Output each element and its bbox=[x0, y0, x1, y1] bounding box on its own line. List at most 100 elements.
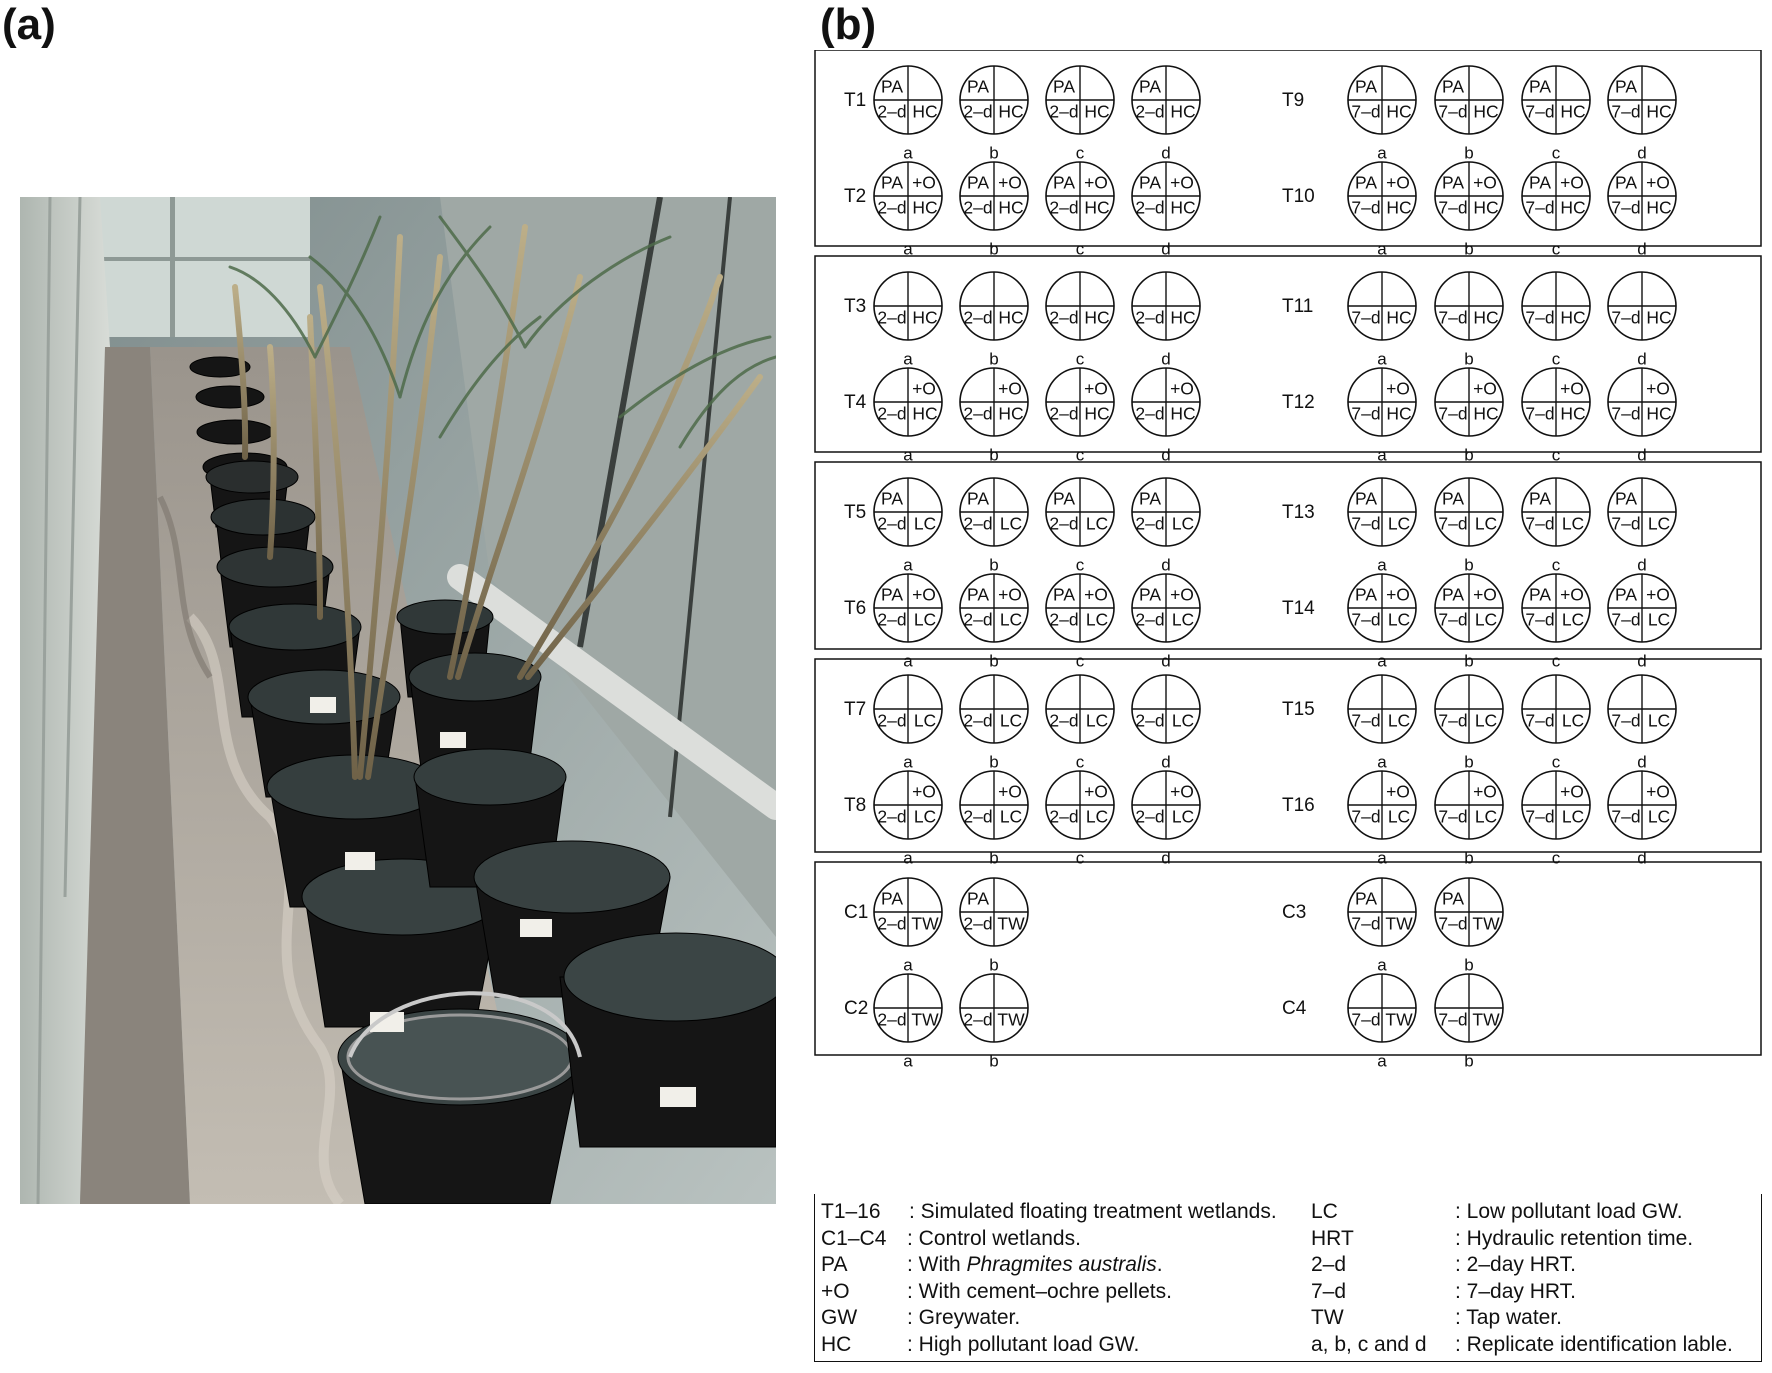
quadrant-q4: LC bbox=[1000, 514, 1022, 534]
quadrant-q4: LC bbox=[1086, 807, 1108, 827]
quadrant-q1: PA bbox=[1139, 173, 1161, 193]
quadrant-q4: HC bbox=[998, 102, 1023, 122]
treatment-label: T1 bbox=[844, 90, 866, 111]
quadrant-q3: 2–d bbox=[963, 198, 992, 218]
quadrant-q3: 2–d bbox=[877, 914, 906, 934]
legend-definition: : Control wetlands. bbox=[907, 1226, 1081, 1250]
quadrant-q2: +O bbox=[1386, 173, 1410, 193]
quadrant-q2: +O bbox=[912, 585, 936, 605]
quadrant-q3: 2–d bbox=[877, 1010, 906, 1030]
replicate-label: b bbox=[1464, 848, 1473, 867]
treatment-label: T6 bbox=[844, 598, 866, 619]
treatment-label: T5 bbox=[844, 502, 866, 523]
quadrant-q4: HC bbox=[998, 404, 1023, 424]
quadrant-q3: 7–d bbox=[1351, 514, 1380, 534]
replicate-label: d bbox=[1637, 651, 1646, 670]
quadrant-q3: 7–d bbox=[1351, 807, 1380, 827]
quadrant-q3: 2–d bbox=[877, 308, 906, 328]
panel-label-a: (a) bbox=[2, 0, 56, 49]
quadrant-q1: PA bbox=[881, 173, 903, 193]
quadrant-q3: 2–d bbox=[877, 711, 906, 731]
group-frame bbox=[814, 861, 1762, 1056]
replicate-label: d bbox=[1161, 651, 1170, 670]
quadrant-q2: +O bbox=[1170, 379, 1194, 399]
quadrant-q3: 7–d bbox=[1438, 610, 1467, 630]
legend-definition: : 2–day HRT. bbox=[1455, 1253, 1577, 1276]
legend-definition: : With cement–ochre pellets. bbox=[907, 1279, 1172, 1303]
quadrant-q3: 2–d bbox=[877, 404, 906, 424]
quadrant-q3: 2–d bbox=[1135, 102, 1164, 122]
quadrant-q4: LC bbox=[1086, 610, 1108, 630]
quadrant-q3: 2–d bbox=[1049, 102, 1078, 122]
quadrant-q4: TW bbox=[997, 1010, 1025, 1030]
quadrant-q1: PA bbox=[1355, 889, 1377, 909]
treatment-label: T13 bbox=[1282, 502, 1315, 523]
quadrant-q1: PA bbox=[1053, 489, 1075, 509]
replicate-label: d bbox=[1161, 445, 1170, 464]
quadrant-q3: 7–d bbox=[1525, 102, 1554, 122]
replicate-label: c bbox=[1076, 555, 1085, 574]
quadrant-q3: 7–d bbox=[1438, 198, 1467, 218]
replicate-label: b bbox=[989, 445, 998, 464]
quadrant-q3: 7–d bbox=[1351, 610, 1380, 630]
quadrant-q3: 2–d bbox=[1135, 711, 1164, 731]
quadrant-q1: PA bbox=[1355, 77, 1377, 97]
quadrant-q4: HC bbox=[1473, 404, 1498, 424]
replicate-label: a bbox=[903, 955, 913, 974]
legend-key: PA bbox=[821, 1253, 848, 1276]
quadrant-q4: HC bbox=[1560, 308, 1585, 328]
replicate-label: c bbox=[1076, 143, 1085, 162]
group-frame bbox=[814, 658, 1762, 853]
quadrant-q4: HC bbox=[1473, 102, 1498, 122]
quadrant-q4: LC bbox=[914, 514, 936, 534]
replicate-label: b bbox=[1464, 143, 1473, 162]
quadrant-q2: +O bbox=[912, 782, 936, 802]
treatment-label: T3 bbox=[844, 296, 866, 317]
replicate-label: b bbox=[1464, 1051, 1473, 1070]
quadrant-q2: +O bbox=[1386, 585, 1410, 605]
quadrant-q3: 2–d bbox=[1135, 198, 1164, 218]
quadrant-q3: 2–d bbox=[1049, 404, 1078, 424]
quadrant-q2: +O bbox=[1646, 782, 1670, 802]
legend-definition: : 7–day HRT. bbox=[1455, 1279, 1577, 1303]
quadrant-q4: HC bbox=[912, 102, 937, 122]
replicate-label: c bbox=[1552, 752, 1561, 771]
quadrant-q3: 7–d bbox=[1351, 914, 1380, 934]
quadrant-q1: PA bbox=[1442, 173, 1464, 193]
quadrant-q3: 2–d bbox=[1135, 404, 1164, 424]
quadrant-q3: 7–d bbox=[1525, 198, 1554, 218]
quadrant-q4: HC bbox=[1473, 198, 1498, 218]
quadrant-q4: LC bbox=[1562, 807, 1584, 827]
legend-definition: : Hydraulic retention time. bbox=[1455, 1226, 1694, 1250]
replicate-label: d bbox=[1637, 555, 1646, 574]
quadrant-q4: LC bbox=[1562, 610, 1584, 630]
quadrant-q2: +O bbox=[1170, 782, 1194, 802]
quadrant-q4: HC bbox=[912, 404, 937, 424]
reed-bundles bbox=[228, 215, 776, 780]
quadrant-q2: +O bbox=[1170, 585, 1194, 605]
replicate-label: a bbox=[1377, 555, 1387, 574]
quadrant-q1: PA bbox=[1139, 585, 1161, 605]
quadrant-q4: LC bbox=[1086, 514, 1108, 534]
quadrant-q4: HC bbox=[1084, 404, 1109, 424]
quadrant-q3: 2–d bbox=[963, 102, 992, 122]
quadrant-q4: HC bbox=[912, 308, 937, 328]
replicate-label: c bbox=[1552, 239, 1561, 258]
quadrant-q3: 7–d bbox=[1611, 514, 1640, 534]
legend-definition: : Replicate identification lable. bbox=[1455, 1332, 1733, 1356]
quadrant-q3: 7–d bbox=[1351, 198, 1380, 218]
